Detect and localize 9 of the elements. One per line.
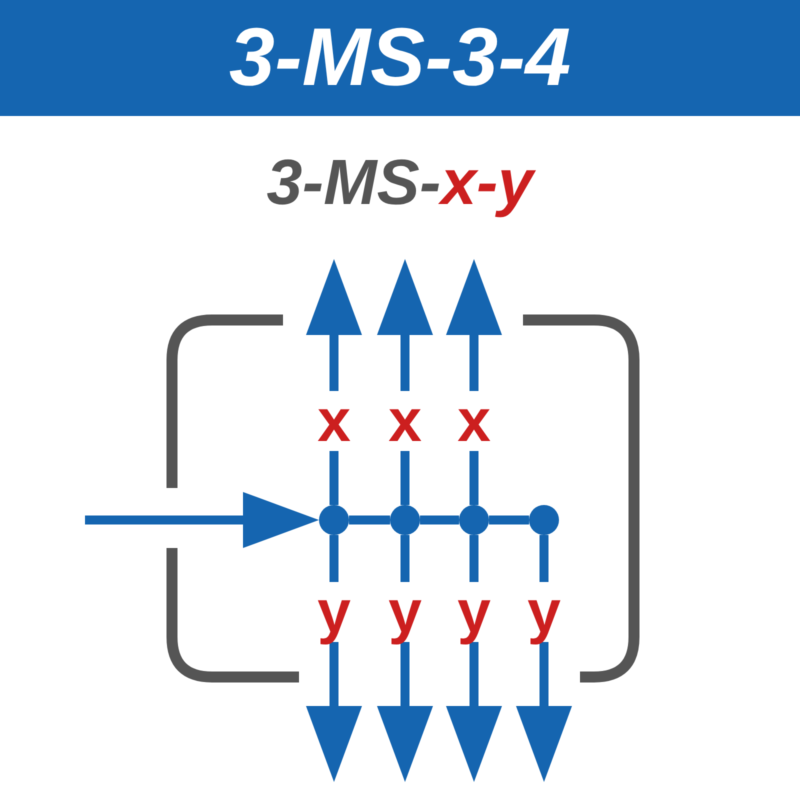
junction-dot <box>529 505 559 535</box>
junction-dot <box>459 505 489 535</box>
connector-line <box>420 516 459 524</box>
junction-dot <box>319 505 349 535</box>
connector-line <box>349 516 390 524</box>
arrow <box>85 492 319 548</box>
title: 3-MS-3-4 <box>229 17 571 99</box>
junction-dot <box>390 505 420 535</box>
connector-line <box>489 516 529 524</box>
